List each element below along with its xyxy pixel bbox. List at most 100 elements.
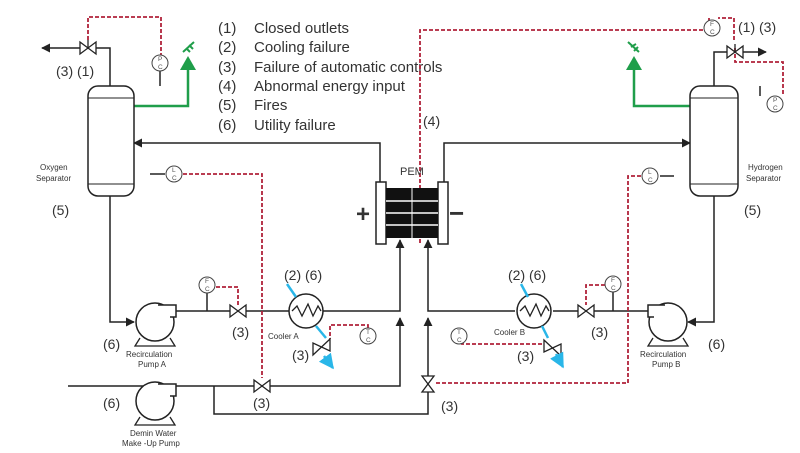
instrument-letter: C — [158, 64, 163, 71]
failure-marker: (6) — [708, 336, 725, 352]
cooler-b-water-out — [540, 325, 550, 339]
cooler-b-icon — [516, 293, 552, 329]
relief-lines — [134, 70, 690, 108]
failure-marker: (6) — [103, 336, 120, 352]
instrument-letter: T — [366, 329, 370, 336]
hydrogen-outlet-valve-icon — [726, 44, 744, 60]
legend-number: (6) — [218, 117, 236, 134]
instrument-letter: C — [205, 286, 210, 293]
cooler-a-water-in — [285, 283, 298, 298]
instrument-letter: P — [158, 56, 162, 63]
lc-left-signal — [183, 173, 263, 378]
hydrogen-separator-label: Separator — [746, 174, 781, 183]
cooling-water-lines — [285, 283, 565, 370]
legend-text: Abnormal energy input — [254, 78, 406, 95]
temperature-controller-b: T C — [450, 327, 468, 345]
oxygen-outlet-valve-icon — [79, 40, 97, 56]
legend-number: (4) — [218, 78, 236, 95]
legend-row: (1) Closed outlets — [218, 20, 349, 37]
legend-row: (6) Utility failure — [218, 117, 336, 134]
demin-to-b-side-line — [213, 317, 433, 415]
failure-marker: (4) — [423, 113, 440, 129]
cooler-a-water-return — [318, 352, 334, 370]
level-control-valve-a-icon — [253, 378, 271, 394]
temperature-controller-a: T C — [359, 327, 377, 345]
legend-row: (3) Failure of automatic controls — [218, 59, 442, 76]
instrument-letter: C — [773, 105, 778, 112]
failure-marker: (2) (6) — [284, 267, 322, 283]
pump-a-label: Recirculation — [126, 350, 172, 359]
hydrogen-outlet-line — [713, 47, 767, 86]
cooler-a-water-out — [315, 325, 327, 339]
failure-marker: (3) — [517, 348, 534, 364]
instrument-letter: P — [773, 97, 777, 104]
process-lines — [41, 43, 767, 415]
cooler-b-water-return — [549, 351, 565, 369]
level-control-valve-b-icon — [420, 375, 436, 393]
pem-label: PEM — [400, 166, 424, 178]
instrument-letter: C — [366, 337, 371, 344]
cooling-valve-a-icon — [312, 337, 331, 357]
instrument-letter: C — [611, 285, 616, 292]
failure-legend: (1) Closed outlets (2) Cooling failure (… — [218, 20, 442, 134]
pump-a-label: Pump A — [138, 360, 167, 369]
fc-b-signal — [585, 284, 605, 305]
recirculation-pump-b-icon — [646, 302, 690, 347]
instrument-letter: L — [648, 169, 652, 176]
demin-pump-label: Demin Water — [130, 429, 177, 438]
failure-marker: (2) (6) — [508, 267, 546, 283]
pressure-controller-right: P C — [766, 95, 784, 113]
failure-marker: (3) — [232, 324, 249, 340]
pem-positive-terminal: + — [356, 201, 370, 228]
legend-text: Cooling failure — [254, 39, 350, 56]
cooler-a-icon — [288, 293, 324, 329]
pc-right-signal — [734, 48, 784, 96]
legend-row: (4) Abnormal energy input — [218, 78, 406, 95]
instrument-letter: F — [710, 21, 714, 28]
cooler-a-to-pem-line — [323, 239, 405, 312]
flow-control-valve-a-icon — [229, 303, 247, 319]
hydrogen-separator-to-pump-b-line — [687, 196, 715, 327]
recirculation-pump-a-icon — [133, 302, 177, 347]
instrument-letter: C — [172, 175, 177, 182]
legend-number: (1) — [218, 20, 236, 37]
pem-to-hydrogen-separator-line — [443, 138, 691, 182]
oxygen-separator-label: Separator — [36, 174, 71, 183]
instrument-letter: L — [172, 167, 176, 174]
oxygen-relief-line — [134, 70, 190, 108]
cooler-b-water-in — [519, 283, 530, 298]
hydrogen-separator — [689, 85, 739, 197]
pressure-controller-left: P C — [151, 54, 169, 72]
instrument-letter: T — [457, 329, 461, 336]
pump-b-label: Pump B — [652, 360, 680, 369]
failure-marker: (3) — [591, 324, 608, 340]
failure-marker: (6) — [103, 395, 120, 411]
hydrogen-relief-line — [632, 70, 690, 108]
instrument-letter: C — [648, 177, 653, 184]
instrument-letter: F — [205, 278, 209, 285]
failure-marker: (3) — [441, 398, 458, 414]
legend-text: Fires — [254, 97, 287, 114]
tc-a-signal — [329, 324, 369, 339]
flow-controller-top: F C — [703, 19, 721, 37]
instrument-letter: F — [611, 277, 615, 284]
oxygen-separator-to-pump-a-line — [109, 196, 135, 327]
legend-row: (2) Cooling failure — [218, 39, 350, 56]
flow-controller-a: F C — [198, 276, 216, 294]
pc-left-signal — [87, 16, 162, 55]
legend-number: (5) — [218, 97, 236, 114]
hydrogen-relief-valve-icon — [626, 41, 642, 70]
legend-text: Utility failure — [254, 117, 336, 134]
legend-number: (3) — [218, 59, 236, 76]
lc-right-signal — [434, 175, 641, 384]
hydrogen-separator-label: Hydrogen — [748, 163, 783, 172]
failure-marker: (5) — [744, 202, 761, 218]
oxygen-outlet-line — [41, 43, 111, 86]
pem-stack — [375, 181, 449, 245]
failure-marker: (3) — [292, 347, 309, 363]
failure-marker: (3) (1) — [56, 63, 94, 79]
instrument-letter: C — [457, 337, 462, 344]
demin-pump-label: Make -Up Pump — [122, 439, 180, 448]
pem-negative-terminal: − — [449, 198, 464, 228]
